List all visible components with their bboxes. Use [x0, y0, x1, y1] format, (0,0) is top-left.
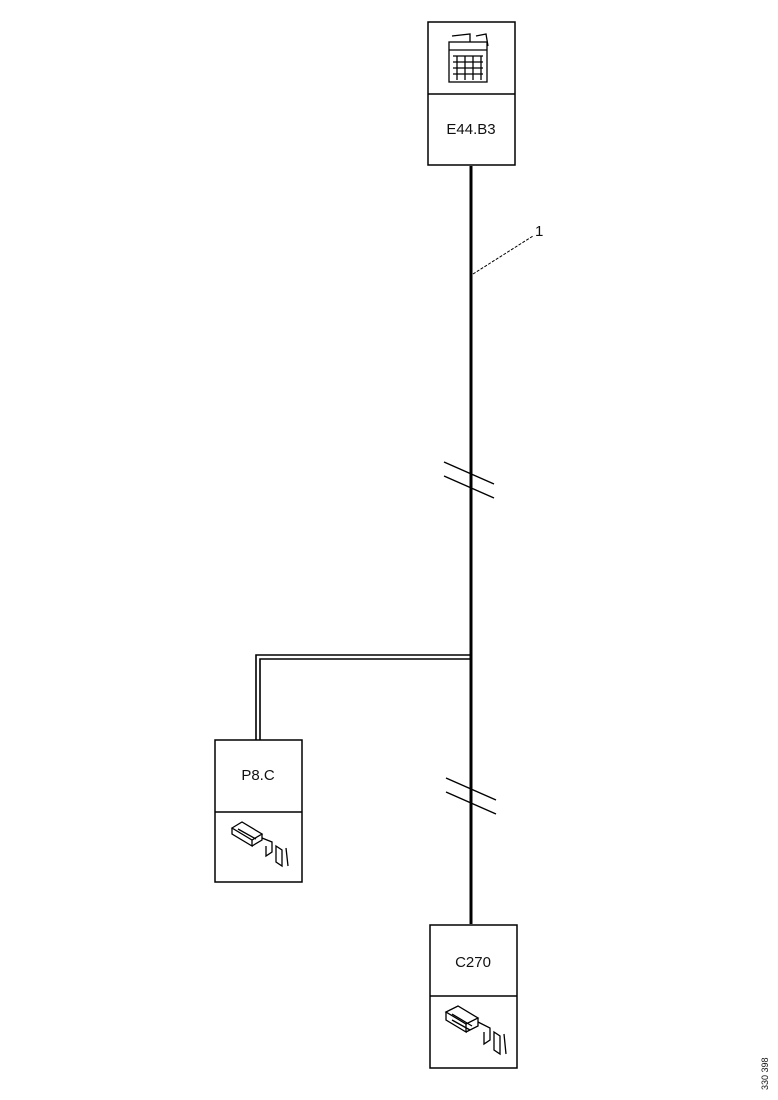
wire-callout: 1: [472, 223, 543, 275]
inline-connector-icon: [230, 821, 289, 868]
connector-bottom-label: C270: [455, 954, 491, 971]
connector-left[interactable]: P8.C: [214, 739, 303, 883]
ecu-module-icon: [448, 33, 489, 83]
wire-break-mark: [445, 777, 497, 815]
wire-callout-label: 1: [535, 223, 543, 240]
inline-connector-icon: [444, 1005, 507, 1056]
branch-wire: [255, 654, 471, 740]
connector-bottom[interactable]: C270: [429, 924, 518, 1069]
connector-top[interactable]: E44.B3: [427, 21, 516, 166]
figure-reference: 330 398: [760, 1057, 770, 1090]
connector-left-label: P8.C: [241, 767, 275, 784]
connector-top-label: E44.B3: [446, 121, 495, 138]
wire-break-mark: [443, 461, 495, 499]
